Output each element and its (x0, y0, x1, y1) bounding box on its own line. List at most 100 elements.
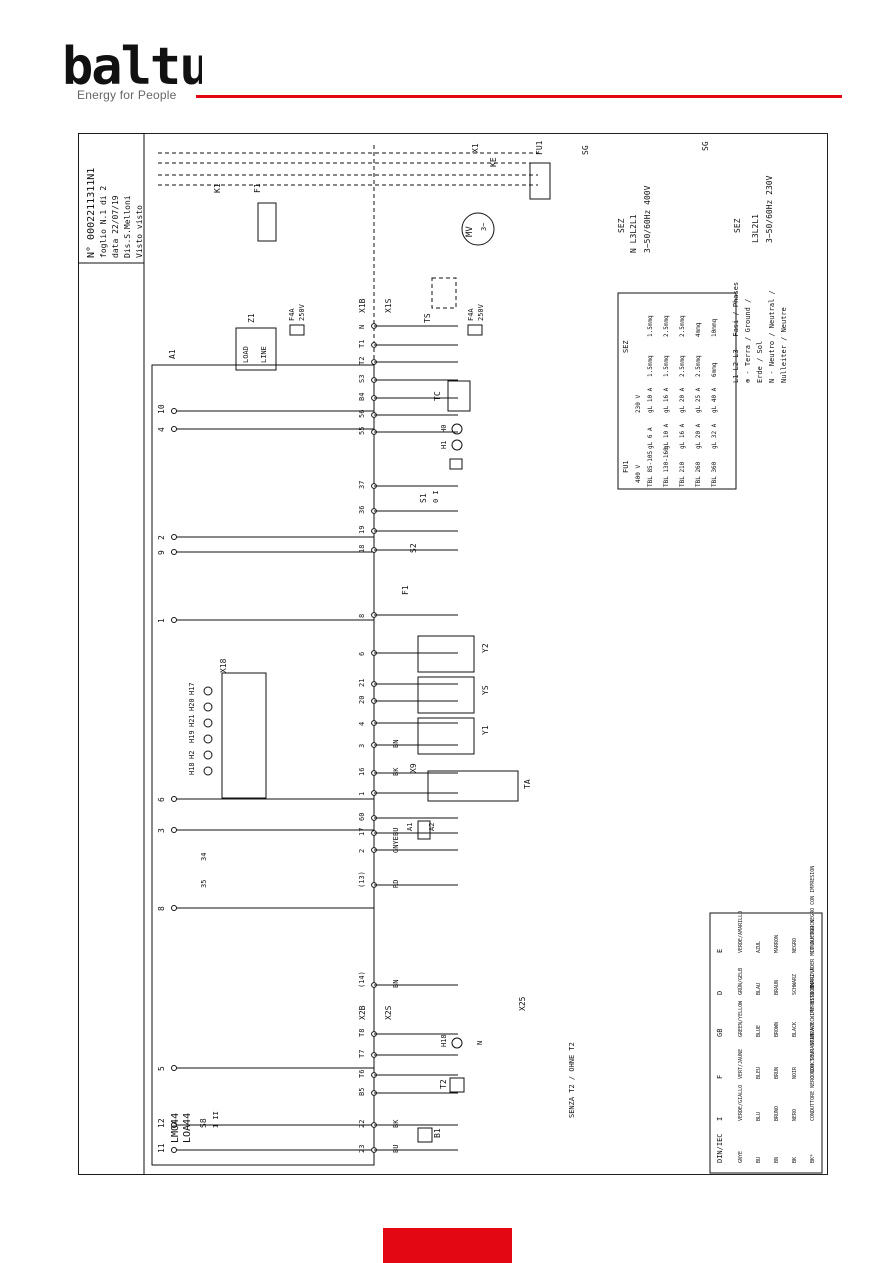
terminal-number: (14) (358, 971, 366, 988)
main-switch-label: SG (581, 145, 590, 155)
h1-lamp (451, 439, 463, 451)
phase-legend-line: N - Neutro / Neutral / (768, 290, 776, 383)
t2-sensor-box (449, 1077, 465, 1093)
terminal-number: 37 (358, 481, 366, 489)
terminal-number: 16 (358, 768, 366, 776)
ke-contact-label: KE (489, 157, 498, 167)
fuse-row-s400: 1.5mmq (663, 355, 670, 377)
terminal-label-x18: X18 (219, 658, 228, 673)
terminal-number: B4 (358, 393, 366, 401)
controller-label: A1 (168, 349, 177, 359)
color-table-header: D (716, 991, 724, 995)
senza-t2-note: SENZA T2 / OHNE T2 (568, 1042, 576, 1118)
terminal-number: T8 (358, 1029, 366, 1037)
wire-color-tag: BN (392, 980, 400, 988)
fuse-row-model: TBL 130-160 (663, 447, 670, 487)
color-table-cell: VERT/JAUNE (738, 1049, 744, 1079)
color-table-cell: BK* (810, 1154, 816, 1163)
header: baltur Energy for People (0, 0, 893, 110)
h18-label: H18 (440, 1034, 448, 1047)
fuse-row-model: TBL 360 (711, 461, 718, 487)
color-table-cell: CONDUCTEUR NOIR AVEC IMPRESSION (810, 986, 816, 1079)
controller-pin (171, 905, 177, 911)
controller-pin (171, 426, 177, 432)
controller-pin-number: 12 (157, 1118, 166, 1128)
tc-label: TC (433, 391, 442, 401)
terminal-label-x9: X9 (409, 763, 418, 773)
tc-thermostat-box (447, 380, 471, 412)
color-table-cell: BLU (756, 1112, 762, 1121)
fuse-table-frame (617, 292, 737, 490)
color-table-header: E (716, 949, 724, 953)
h0-lamp (451, 423, 463, 435)
fuse-row-400: gL 6 A (647, 427, 654, 449)
contactor-label: K1 (213, 183, 222, 193)
controller-model-2: LOA44 (182, 1113, 193, 1143)
a1-relay (417, 820, 431, 840)
col-400-header: 400 V (635, 465, 642, 483)
fuse-row-model: TBL 260 (695, 461, 702, 487)
terminal-label-x1s: X1S (384, 298, 393, 313)
ys-label: YS (481, 685, 490, 695)
controller-pin-number: 1 (157, 618, 166, 623)
lamp-label-h21: H21 (188, 714, 196, 727)
lamp-label-h2: H2 (188, 751, 196, 759)
terminal-number: 17 (358, 828, 366, 836)
wire-layer (78, 133, 823, 1175)
z1-filter-box (235, 327, 277, 371)
fuse-2-rating: F4A (467, 308, 475, 321)
terminal-number: S3 (358, 375, 366, 383)
x18-lamp-block (221, 672, 267, 799)
color-table-cell: SCHWARZ ADER MIT AUFDRUCK (810, 920, 816, 995)
controller-pin-number: 10 (157, 404, 166, 414)
main-phases: N L3L2L1 (629, 214, 638, 253)
controller-pin-number: 5 (157, 1066, 166, 1071)
controller-a1-box (151, 364, 375, 1166)
color-table-cell: SCHWARZ (792, 974, 798, 995)
color-table-header: I (716, 1117, 724, 1121)
col-230-header: 230 V (635, 395, 642, 413)
terminal-label-x25: X25 (518, 996, 527, 1011)
motor-label: MV (465, 226, 475, 237)
color-table-header: GB (716, 1029, 724, 1037)
fuse-row-230: gL 16 A (663, 387, 670, 413)
fuse-row-s230: 10mmq (711, 319, 718, 337)
wire-color-tag: BK (392, 767, 400, 776)
wire-color-tag: BK (392, 1119, 400, 1128)
y1-valve-box (417, 717, 475, 755)
color-table-cell: CONDUCTOR NEGRO CON IMPRESION (810, 866, 816, 953)
logo-text: baltur (62, 40, 202, 92)
color-table-cell: VERDE/GIALLO (738, 1085, 744, 1121)
color-table-cell: BLEU (756, 1067, 762, 1079)
terminal-number: 19 (358, 526, 366, 534)
a2-relay-label: A2 (428, 823, 436, 831)
fuse-row-s400: 2.5mmq (679, 355, 686, 377)
controller-pin-number: 11 (157, 1143, 166, 1153)
lamp-label-h18b: H18 (188, 762, 196, 775)
fuse-row-s230: 1.5mmq (647, 315, 654, 337)
color-table-cell: GNYE (738, 1151, 744, 1163)
controller-pin (171, 549, 177, 555)
lamp-label-h17: H17 (188, 682, 196, 695)
title-block-frame (78, 133, 145, 1175)
color-table-cell: BRAUN (774, 980, 780, 995)
wire-color-tag: BU (392, 828, 400, 836)
terminal-number: B5 (358, 1088, 366, 1096)
fuse-row-s400: 2.5mmq (695, 355, 702, 377)
color-table-header: DIN/IEC (716, 1133, 724, 1163)
lamp-h17 (203, 686, 213, 696)
s8-positions: I II (212, 1111, 220, 1128)
terminal-number: 22 (358, 1120, 366, 1128)
terminal-number: 55 (358, 427, 366, 435)
fuse-row-230: gL 10 A (647, 387, 654, 413)
lamp-h2 (203, 750, 213, 760)
y2-valve-box (417, 635, 475, 673)
contactor-f1-box (257, 202, 277, 242)
main-supply-label: 3~50/60Hz 400V (643, 185, 652, 253)
b1-label: B1 (433, 1128, 442, 1138)
fuse-row-model: TBL 85-105 (647, 450, 654, 487)
terminal-number: 2 (358, 849, 366, 853)
controller-pin-number: 2 (157, 535, 166, 540)
wire-color-tag: BN (392, 740, 400, 748)
